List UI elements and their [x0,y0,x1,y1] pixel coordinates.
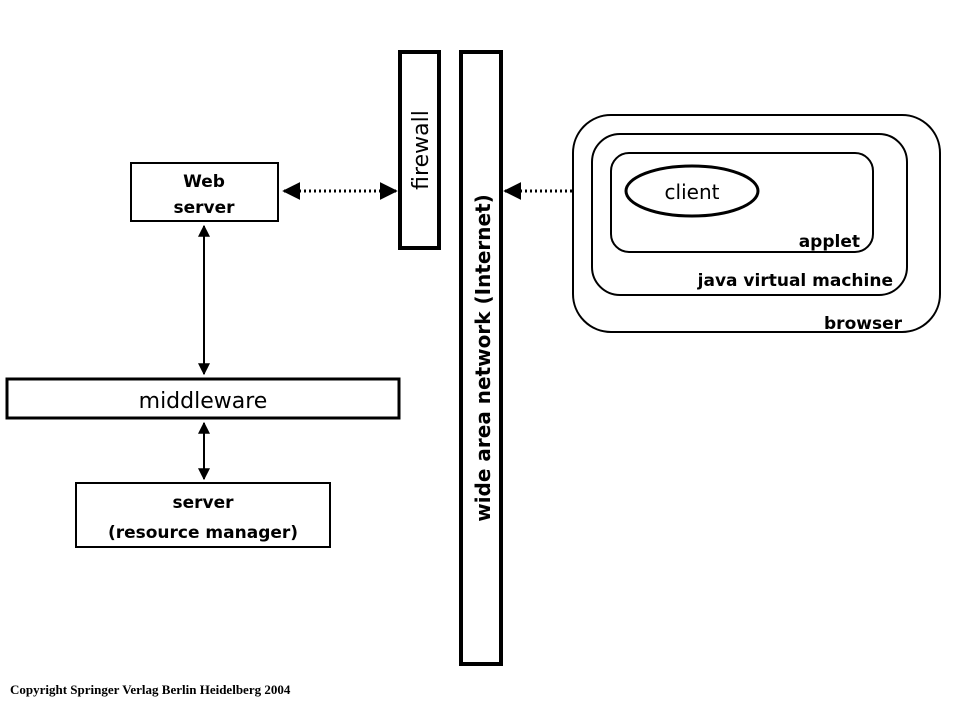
client-ellipse [624,164,760,218]
wan-bar [459,50,503,666]
web-server-label-line1: Web [183,172,225,192]
server-label-line1: server [172,493,234,513]
firewall-bar [398,50,441,250]
server-label-line2: (resource manager) [108,523,298,543]
wan-label: wide area network (Internet) [471,194,495,522]
middleware-label: middleware [139,389,268,414]
web-server-label-line2: server [173,198,235,218]
middleware-box [5,377,401,420]
server-box [75,482,331,548]
jvm-label: java virtual machine [697,271,893,291]
web-server-box [130,162,279,222]
client-label: client [665,180,720,204]
firewall-label: firewall [409,110,434,190]
browser-label: browser [824,314,903,334]
copyright-notice: Copyright Springer Verlag Berlin Heidelb… [10,682,291,697]
applet-label: applet [799,232,860,252]
